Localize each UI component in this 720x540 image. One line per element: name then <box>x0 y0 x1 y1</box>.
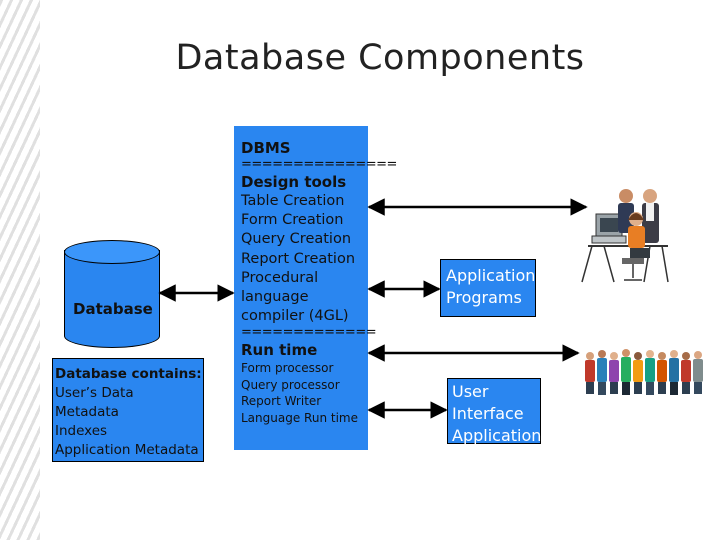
design-tools-heading: Design tools <box>241 173 347 191</box>
design-tool-item: Form Creation <box>241 212 344 229</box>
database-label: Database <box>73 300 153 318</box>
run-time-heading: Run time <box>241 341 318 360</box>
user-interface-line: Interface <box>452 404 524 423</box>
run-time-item: Language Run time <box>241 410 358 425</box>
design-tool-item: Table Creation <box>241 193 345 209</box>
dbms-separator: =============== <box>241 157 397 172</box>
design-tool-item: Procedural <box>241 269 319 286</box>
user-interface-line: Applications <box>452 426 550 445</box>
dbms-separator-2: ============= <box>241 325 377 341</box>
design-tool-item: Query Creation <box>241 231 352 248</box>
database-contains-item: Metadata <box>55 404 119 420</box>
user-interface-line: User <box>452 382 489 401</box>
decorative-stripes <box>0 0 40 540</box>
application-programs-line: Application <box>446 266 536 285</box>
developers-clipart-icon <box>581 189 669 283</box>
design-tool-item: compiler (4GL) <box>241 308 349 325</box>
slide-title: Database Components <box>175 38 585 78</box>
design-tool-item: language <box>241 289 309 306</box>
application-programs-line: Programs <box>446 288 522 307</box>
run-time-item: Form processor <box>241 361 334 376</box>
database-contains-item: User’s Data <box>55 385 134 401</box>
database-contains-box: Database contains: User’s Data Metadata … <box>52 358 204 462</box>
database-contains-heading: Database contains: <box>55 366 202 382</box>
application-programs-box: Application Programs <box>440 259 536 317</box>
database-contains-item: Application Metadata <box>55 442 199 458</box>
dbms-box: DBMS =============== Design tools Table … <box>234 126 397 450</box>
run-time-item: Query processor <box>241 377 340 392</box>
dbms-heading: DBMS <box>241 139 291 157</box>
database-cylinder-top <box>64 240 160 264</box>
user-group-clipart-icon <box>585 349 703 395</box>
database-cylinder-body <box>64 250 160 348</box>
design-tool-item: Report Creation <box>241 250 356 267</box>
run-time-item: Report Writer <box>241 394 322 409</box>
database-contains-item: Indexes <box>55 423 108 439</box>
